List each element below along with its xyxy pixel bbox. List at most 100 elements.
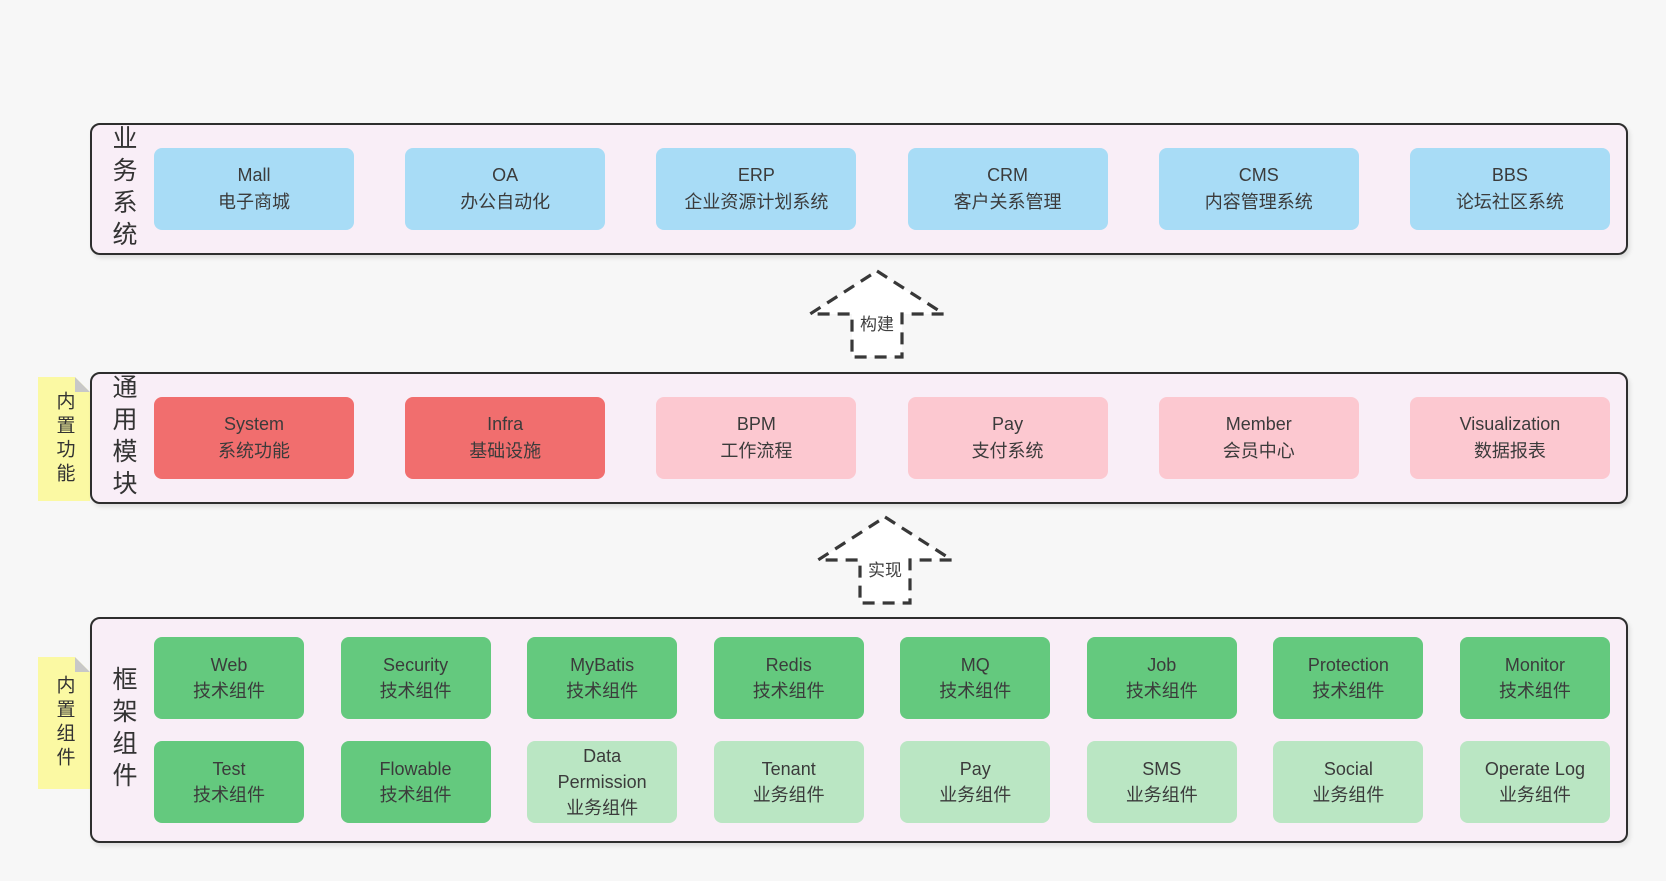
box-subtitle: 会员中心 (1222, 441, 1295, 461)
box-title: Web (210, 655, 248, 675)
box-subtitle: 办公自动化 (460, 192, 551, 212)
panel-label-wrap: 框架组件 (92, 619, 154, 841)
framework-components-label: 框架组件 (109, 666, 137, 794)
implement-arrow: 实现 (815, 514, 955, 606)
box-mybatis: MyBatis 技术组件 (527, 637, 678, 719)
box-oa: OA 办公自动化 (405, 148, 606, 230)
box-subtitle: 技术组件 (193, 681, 265, 701)
box-subtitle: 企业资源计划系统 (684, 192, 829, 212)
box-security: Security 技术组件 (340, 637, 491, 719)
business-systems-panel: 业务系统 Mall 电子商城 OA 办公自动化 ERP 企业资源计划系统 CRM (90, 123, 1628, 255)
box-title: Operate Log (1484, 759, 1585, 779)
box-title: CMS (1238, 165, 1279, 185)
box-cms: CMS 内容管理系统 (1158, 148, 1359, 230)
box-pay-component: Pay 业务组件 (900, 741, 1051, 823)
box-title: Pay (959, 759, 991, 779)
box-infra: Infra 基础设施 (405, 397, 606, 479)
box-data-permission: Data Permission 业务组件 (527, 741, 678, 823)
box-bbs: BBS 论坛社区系统 (1409, 148, 1610, 230)
box-title: Redis (765, 655, 812, 675)
box-subtitle: 技术组件 (1312, 681, 1385, 701)
sticky-note-builtin-components: 内置组件 (38, 657, 90, 789)
box-subtitle: 业务组件 (1498, 785, 1571, 805)
box-subtitle: 数据报表 (1473, 441, 1546, 461)
box-subtitle: 业务组件 (566, 798, 639, 818)
box-title: Tenant (761, 759, 816, 779)
folded-corner-icon (75, 377, 90, 392)
box-title: BBS (1491, 165, 1528, 185)
sticky-label: 内置功能 (53, 391, 75, 487)
box-subtitle: 论坛社区系统 (1455, 192, 1564, 212)
box-title: Job (1147, 655, 1177, 675)
box-title: System (223, 414, 284, 434)
box-job: Job 技术组件 (1086, 637, 1237, 719)
box-tenant: Tenant 业务组件 (713, 741, 864, 823)
box-title: Pay (992, 414, 1024, 434)
box-web: Web 技术组件 (154, 637, 304, 719)
box-subtitle: 客户关系管理 (953, 192, 1062, 212)
box-title: Test (212, 759, 246, 779)
box-title: CRM (987, 165, 1029, 185)
box-subtitle: 基础设施 (469, 441, 542, 461)
box-subtitle: 技术组件 (939, 681, 1012, 701)
box-protection: Protection 技术组件 (1273, 637, 1424, 719)
biz-components-row: Test 技术组件 Flowable 技术组件 Data Permission … (154, 741, 1610, 823)
box-title: Social (1323, 759, 1373, 779)
box-title: MQ (960, 655, 990, 675)
framework-components-panel: 框架组件 Web 技术组件 Security 技术组件 MyBatis 技术组件… (90, 617, 1628, 843)
box-subtitle: 技术组件 (752, 681, 825, 701)
box-flowable: Flowable 技术组件 (340, 741, 491, 823)
module-boxes-row: System 系统功能 Infra 基础设施 BPM 工作流程 Pay 支付系统… (154, 397, 1610, 479)
box-title: Protection (1307, 655, 1389, 675)
box-sms: SMS 业务组件 (1086, 741, 1237, 823)
build-arrow: 构建 (807, 268, 947, 360)
box-subtitle: 技术组件 (379, 681, 452, 701)
box-title: OA (492, 165, 519, 185)
implement-arrow-label: 实现 (863, 554, 907, 583)
box-mq: MQ 技术组件 (900, 637, 1051, 719)
box-title: Infra (487, 414, 524, 434)
common-modules-panel: 通用模块 System 系统功能 Infra 基础设施 BPM 工作流程 Pay (90, 372, 1628, 504)
box-subtitle: 技术组件 (193, 785, 265, 805)
box-title: Monitor (1504, 655, 1565, 675)
box-subtitle: 工作流程 (720, 441, 793, 461)
box-monitor: Monitor 技术组件 (1459, 637, 1610, 719)
business-boxes-row: Mall 电子商城 OA 办公自动化 ERP 企业资源计划系统 CRM 客户关系… (154, 148, 1610, 230)
business-systems-label: 业务系统 (109, 125, 137, 253)
box-subtitle: 技术组件 (566, 681, 639, 701)
box-pay-system: Pay 支付系统 (907, 397, 1108, 479)
panel-label-wrap: 业务系统 (92, 125, 154, 253)
box-title: Security (383, 655, 449, 675)
box-subtitle: 业务组件 (1125, 785, 1198, 805)
box-crm: CRM 客户关系管理 (907, 148, 1108, 230)
box-erp: ERP 企业资源计划系统 (656, 148, 857, 230)
box-subtitle: 支付系统 (971, 441, 1044, 461)
build-arrow-label: 构建 (855, 308, 899, 337)
box-operate-log: Operate Log 业务组件 (1459, 741, 1610, 823)
box-title: Visualization (1459, 414, 1561, 434)
common-modules-label: 通用模块 (109, 374, 137, 502)
box-visualization: Visualization 数据报表 (1409, 397, 1610, 479)
box-social: Social 业务组件 (1273, 741, 1424, 823)
box-mall: Mall 电子商城 (154, 148, 354, 230)
box-title: Mall (237, 165, 271, 185)
box-member: Member 会员中心 (1158, 397, 1359, 479)
sticky-label: 内置组件 (53, 675, 75, 771)
box-title: SMS (1142, 759, 1182, 779)
box-subtitle: 电子商城 (218, 192, 290, 212)
box-redis: Redis 技术组件 (713, 637, 864, 719)
box-subtitle: 内容管理系统 (1204, 192, 1313, 212)
box-subtitle: 系统功能 (218, 441, 290, 461)
box-title: Member (1225, 414, 1292, 434)
tech-components-row: Web 技术组件 Security 技术组件 MyBatis 技术组件 Redi… (154, 637, 1610, 719)
box-subtitle: 业务组件 (752, 785, 825, 805)
box-title: ERP (737, 165, 775, 185)
box-title: Flowable (379, 759, 452, 779)
box-subtitle: 技术组件 (1125, 681, 1198, 701)
box-title: BPM (736, 414, 776, 434)
box-system: System 系统功能 (154, 397, 354, 479)
box-subtitle: 业务组件 (939, 785, 1012, 805)
box-subtitle: 技术组件 (1498, 681, 1571, 701)
box-title: MyBatis (570, 655, 635, 675)
box-title: Data Permission (557, 746, 647, 792)
